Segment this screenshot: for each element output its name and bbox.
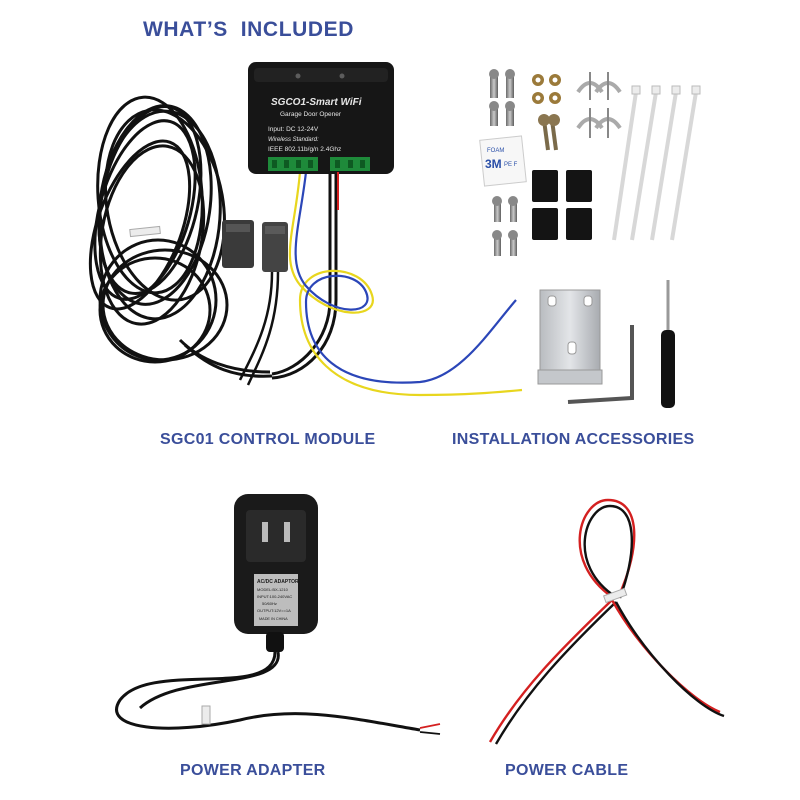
magnetic-sensor	[222, 220, 288, 386]
module-wireless-heading: Wireless Standard:	[268, 137, 319, 143]
signal-wires	[288, 171, 523, 397]
adapter-cable-tie	[201, 705, 211, 725]
cable-tie	[129, 225, 161, 238]
caption-power-cable: POWER CABLE	[505, 762, 629, 779]
module-wireless-value: IEEE 802.11b/g/n 2.4Ghz	[268, 146, 341, 153]
coiled-cable	[88, 95, 273, 378]
module-cable	[271, 170, 332, 376]
adapter-freq: 50/60Hz	[262, 601, 277, 606]
adapter-model: MODEL:BX-1210	[257, 587, 289, 592]
mounting-pads	[532, 170, 592, 240]
terminal-block	[268, 157, 318, 171]
adapter-output: OUTPUT:12V==1A	[257, 608, 291, 613]
page-heading: WHAT’S INCLUDED	[143, 18, 355, 41]
adapter-cable	[115, 651, 421, 732]
tape-text-pe: PE F	[504, 162, 518, 168]
module-input-spec: Input: DC 12-24V	[268, 126, 319, 133]
adapter-origin: MADE IN CHINA	[259, 617, 288, 621]
allen-key	[567, 325, 634, 404]
caption-control-module: SGC01 CONTROL MODULE	[160, 431, 376, 448]
adapter-input: INPUT:100-240VAC	[257, 594, 292, 599]
foam-tape: FOAM 3M PE F	[479, 135, 527, 187]
control-module: SGCO1-Smart WiFi Garage Door Opener Inpu…	[248, 62, 394, 174]
adapter-title: AC/DC ADAPTOR	[257, 579, 299, 585]
caption-power-adapter: POWER ADAPTER	[180, 762, 326, 779]
tape-text-foam: FOAM	[487, 148, 504, 154]
caption-accessories: INSTALLATION ACCESSORIES	[452, 431, 695, 448]
power-cable-tie	[602, 587, 628, 604]
zip-ties	[612, 85, 701, 241]
cable-clips	[576, 72, 622, 138]
power-adapter: AC/DC ADAPTOR MODEL:BX-1210 INPUT:100-24…	[234, 494, 318, 652]
screw-set	[489, 69, 561, 256]
tape-brand: 3M	[485, 157, 502, 171]
module-name: SGCO1-Smart WiFi	[271, 97, 362, 108]
mounting-bracket	[537, 289, 603, 385]
power-cable	[488, 498, 725, 745]
module-subtitle: Garage Door Opener	[280, 111, 342, 118]
screwdriver	[661, 280, 675, 408]
